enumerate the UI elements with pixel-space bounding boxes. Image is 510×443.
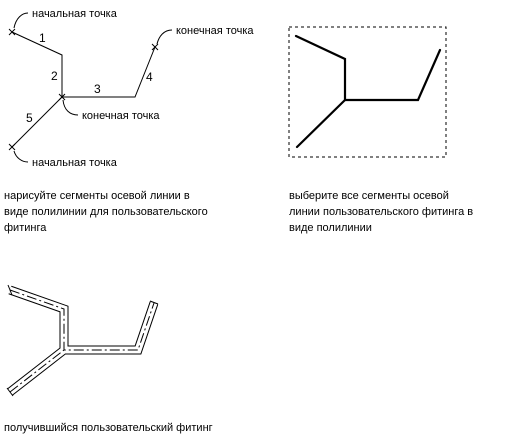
segment-path-5 [11,96,63,148]
caption-select-segments: выберите все сегменты осевой линии польз… [289,190,474,234]
label-start-top: начальная точка [32,8,118,20]
start-marker-bottom [8,143,16,151]
segment-path-upper [11,31,156,98]
custom-fitting [6,284,159,397]
leader-end-right [156,29,173,45]
segment-number-5: 5 [26,111,33,125]
polyline-sketch [8,12,173,163]
label-start-bottom: начальная точка [32,157,118,169]
leader-end-middle [62,99,79,116]
label-end-right: конечная точка [176,25,254,37]
segment-number-1: 1 [39,31,46,45]
fitting-centerline [9,289,155,393]
selection-box [288,26,447,158]
leader-start-top [13,12,29,29]
segment-number-4: 4 [146,70,153,84]
label-end-middle: конечная точка [82,110,160,122]
end-marker-middle [58,93,66,101]
selected-polyline [294,34,442,149]
segment-number-3: 3 [94,82,101,96]
caption-draw-segments: нарисуйте сегменты осевой линии в виде п… [4,190,208,234]
start-marker-top [8,28,16,36]
segment-number-2: 2 [51,69,58,83]
end-marker-right [151,43,159,51]
caption-result-fitting: получившийся пользовательский фитинг [4,422,213,434]
leader-start-bottom [13,150,29,163]
